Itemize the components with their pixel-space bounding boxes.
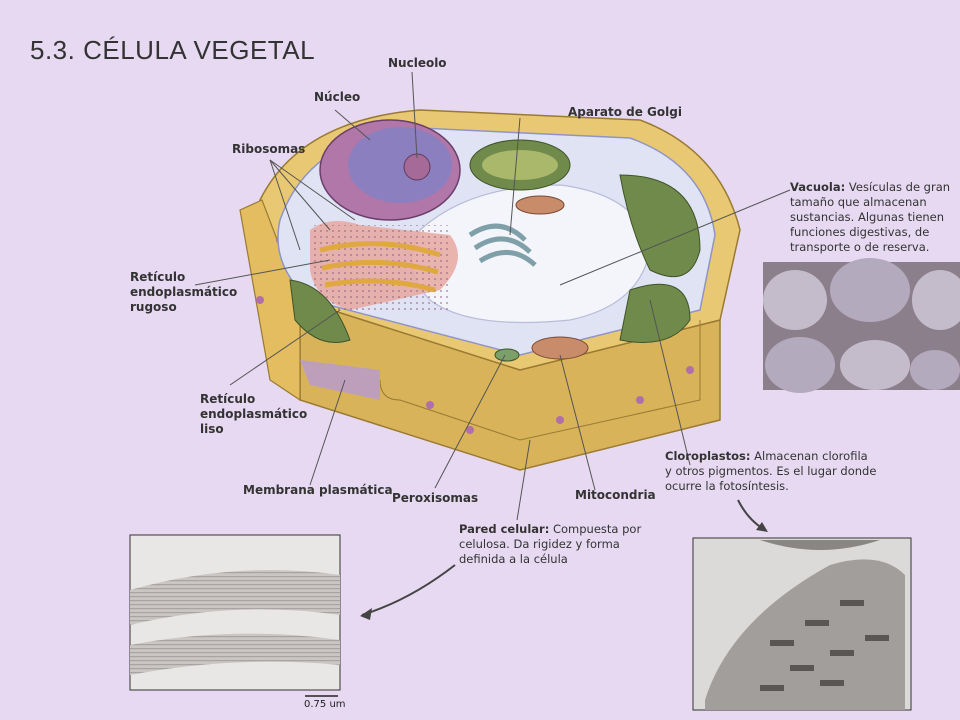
- label-ribosomas: Ribosomas: [232, 142, 306, 156]
- label-rer-line1: Retículo: [130, 270, 186, 284]
- label-rer-line2: endoplasmático: [130, 285, 238, 299]
- label-golgi: Aparato de Golgi: [568, 105, 682, 119]
- cloroplastos-term: Cloroplastos:: [665, 449, 751, 463]
- vacuola-line5: transporte o de reserva.: [790, 240, 930, 254]
- arrow-to-wall-micrograph: [361, 564, 456, 616]
- pared-line2: celulosa. Da rigidez y forma: [459, 537, 620, 551]
- label-rel-line1: Retículo: [200, 392, 256, 406]
- cloroplastos-line2: y otros pigmentos. Es el lugar donde: [665, 464, 877, 478]
- vacuola-line4: funciones digestivas, de: [790, 225, 930, 239]
- cloroplastos-line1: Almacenan clorofila: [754, 449, 868, 463]
- chloroplasts: [289, 139, 701, 343]
- golgi-apparatus: [468, 223, 537, 267]
- rough-er: [310, 221, 458, 310]
- label-rel-line3: liso: [200, 422, 224, 436]
- cell-wall-micrograph: [129, 534, 341, 691]
- vacuole-micrograph: [763, 258, 960, 393]
- vacuola-line1: Vesículas de gran: [848, 180, 951, 194]
- vacuola-line2: tamaño que almacenan: [790, 195, 927, 209]
- mitochondria: [494, 195, 589, 362]
- pared-description: Pared celular: Compuesta por celulosa. D…: [459, 522, 641, 567]
- pared-line1: Compuesta por: [552, 522, 642, 536]
- label-rel: Retículo endoplasmático liso: [200, 392, 307, 437]
- label-rer: Retículo endoplasmático rugoso: [130, 270, 237, 315]
- label-membrana: Membrana plasmática: [243, 483, 393, 497]
- cloroplastos-line3: ocurre la fotosíntesis.: [665, 479, 789, 493]
- vacuola-description: Vacuola: Vesículas de gran tamaño que al…: [790, 180, 950, 255]
- chloroplast-micrograph: [692, 537, 912, 711]
- pared-line3: definida a la célula: [459, 552, 568, 566]
- leader-lines: [194, 71, 791, 521]
- label-mitocondria: Mitocondria: [575, 488, 656, 502]
- vacuola-line3: sustancias. Algunas tienen: [790, 210, 945, 224]
- nucleus: [319, 119, 461, 221]
- page-title: 5.3. CÉLULA VEGETAL: [30, 35, 316, 65]
- label-nucleo: Núcleo: [314, 90, 361, 104]
- plasma-membrane: [300, 360, 380, 400]
- label-nucleolo: Nucleolo: [388, 56, 447, 70]
- pared-term: Pared celular:: [459, 522, 550, 536]
- cloroplastos-description: Cloroplastos: Almacenan clorofila y otro…: [665, 449, 876, 494]
- label-rer-line3: rugoso: [130, 300, 177, 314]
- label-peroxisomas: Peroxisomas: [392, 491, 479, 505]
- scale-bar-label: 0.75 um: [304, 699, 346, 710]
- label-rel-line2: endoplasmático: [200, 407, 308, 421]
- vacuola-term: Vacuola:: [790, 180, 846, 194]
